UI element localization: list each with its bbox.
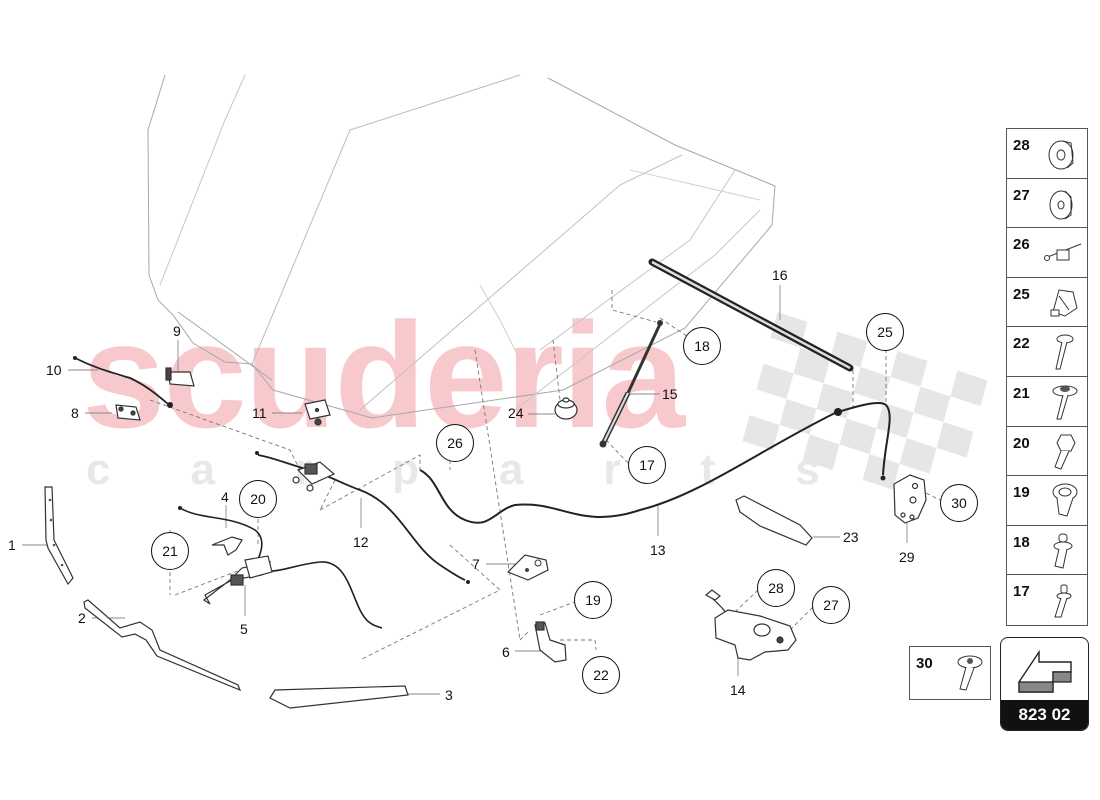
fastener-legend: 28 27 26 25 22 21 20 19 (1006, 128, 1088, 626)
callout-12[interactable]: 12 (353, 534, 369, 550)
circled-callout-20[interactable]: 20 (239, 480, 277, 518)
torx-screw-icon (957, 655, 983, 691)
legend-number: 25 (1013, 285, 1030, 303)
callout-10[interactable]: 10 (46, 362, 62, 378)
cable-clip-icon (1044, 243, 1082, 262)
callout-15[interactable]: 15 (662, 386, 678, 402)
circled-callout-30[interactable]: 30 (940, 484, 978, 522)
cable-12 (257, 454, 466, 581)
callout-1[interactable]: 1 (8, 537, 16, 553)
callout-6[interactable]: 6 (502, 644, 510, 660)
grommet-large-icon (1048, 140, 1074, 170)
legend-item-25[interactable]: 25 (1007, 278, 1087, 328)
legend-item-19[interactable]: 19 (1007, 476, 1087, 526)
legend-number: 30 (916, 655, 933, 672)
reinforcement-1 (44, 486, 74, 586)
bracket-5 (202, 555, 273, 605)
legend-number: 22 (1013, 335, 1030, 353)
gas-strut-15 (599, 320, 663, 448)
handle-9 (165, 367, 195, 387)
circled-callout-28[interactable]: 28 (757, 569, 795, 607)
bracket-29 (893, 474, 927, 524)
legend-item-27[interactable]: 27 (1007, 179, 1087, 229)
cable-holder-icon (1050, 289, 1078, 317)
callout-7[interactable]: 7 (472, 556, 480, 572)
legend-number: 19 (1013, 484, 1030, 502)
legend-number: 27 (1013, 186, 1030, 204)
bracket-7 (506, 554, 549, 581)
cable-10 (74, 357, 169, 405)
callout-24[interactable]: 24 (508, 405, 524, 421)
circled-callout-21[interactable]: 21 (151, 532, 189, 570)
callout-13[interactable]: 13 (650, 542, 666, 558)
callout-23[interactable]: 23 (843, 529, 859, 545)
diagram-code: 823 02 (1001, 700, 1088, 730)
callout-11[interactable]: 11 (252, 405, 267, 421)
callout-3[interactable]: 3 (445, 687, 453, 703)
rubber-buffer-24 (554, 397, 578, 420)
direction-arrow-icon (1018, 649, 1072, 693)
legend-number: 21 (1013, 384, 1030, 402)
legend-item-30[interactable]: 30 (909, 646, 991, 700)
lock-mechanism (292, 461, 336, 492)
legend-item-22[interactable]: 22 (1007, 327, 1087, 377)
ball-stud-icon (1053, 533, 1073, 569)
bracket-8 (115, 404, 141, 421)
plate-11 (304, 399, 331, 426)
grommet-icon (1049, 190, 1073, 220)
callout-9[interactable]: 9 (173, 323, 181, 339)
hood-panel (147, 74, 776, 419)
legend-item-17[interactable]: 17 (1007, 575, 1087, 625)
diagram-code-plate: 823 02 (1000, 637, 1089, 731)
legend-item-28[interactable]: 28 (1007, 129, 1087, 179)
legend-item-20[interactable]: 20 (1007, 427, 1087, 477)
bracket-23 (735, 495, 813, 546)
circled-callout-27[interactable]: 27 (812, 586, 850, 624)
expansion-nut-icon (1052, 483, 1078, 517)
lever-4 (211, 536, 243, 556)
legend-number: 18 (1013, 533, 1030, 551)
hex-bolt-icon (1054, 434, 1076, 470)
catch-6 (534, 621, 567, 663)
legend-number: 28 (1013, 137, 1030, 154)
callout-4[interactable]: 4 (221, 489, 229, 505)
legend-number: 26 (1013, 236, 1030, 254)
hood-seal-16 (648, 258, 854, 372)
legend-number: 20 (1013, 434, 1030, 452)
bolt-washer-icon (1052, 385, 1078, 420)
circled-callout-19[interactable]: 19 (574, 581, 612, 619)
callout-2[interactable]: 2 (78, 610, 86, 626)
strip-3 (269, 685, 409, 709)
legend-item-21[interactable]: 21 (1007, 377, 1087, 427)
circled-callout-18[interactable]: 18 (683, 327, 721, 365)
circled-callout-25[interactable]: 25 (866, 313, 904, 351)
callout-5[interactable]: 5 (240, 621, 248, 637)
bolt-flange-icon (1055, 334, 1074, 370)
callout-14[interactable]: 14 (730, 682, 746, 698)
ball-stud-small-icon (1054, 584, 1072, 618)
callout-29[interactable]: 29 (899, 549, 915, 565)
callout-16[interactable]: 16 (772, 267, 788, 283)
hood-latch-14 (704, 589, 797, 661)
circled-callout-17[interactable]: 17 (628, 446, 666, 484)
callout-8[interactable]: 8 (71, 405, 79, 421)
legend-item-26[interactable]: 26 (1007, 228, 1087, 278)
legend-number: 17 (1013, 583, 1030, 601)
hood-assembly-drawing (22, 74, 941, 709)
legend-item-18[interactable]: 18 (1007, 526, 1087, 576)
circled-callout-26[interactable]: 26 (436, 424, 474, 462)
release-cable-13 (419, 402, 891, 524)
reinforcement-2 (83, 599, 242, 692)
circled-callout-22[interactable]: 22 (582, 656, 620, 694)
